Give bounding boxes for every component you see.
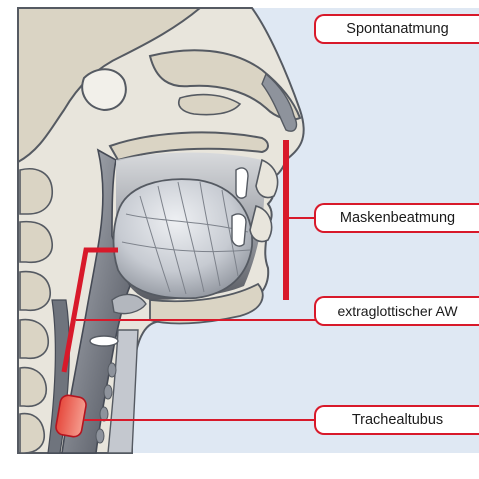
label-extraglottischer-aw: extraglottischer AW [314, 296, 479, 326]
upper-teeth [236, 168, 248, 198]
label-maskenbeatmung: Maskenbeatmung [314, 203, 479, 233]
lower-teeth [232, 214, 246, 246]
sinus-cavity [82, 69, 126, 110]
vocal-cords [90, 336, 118, 346]
label-trachealtubus: Trachealtubus [314, 405, 479, 435]
label-spontanatmung: Spontanatmung [314, 14, 479, 44]
